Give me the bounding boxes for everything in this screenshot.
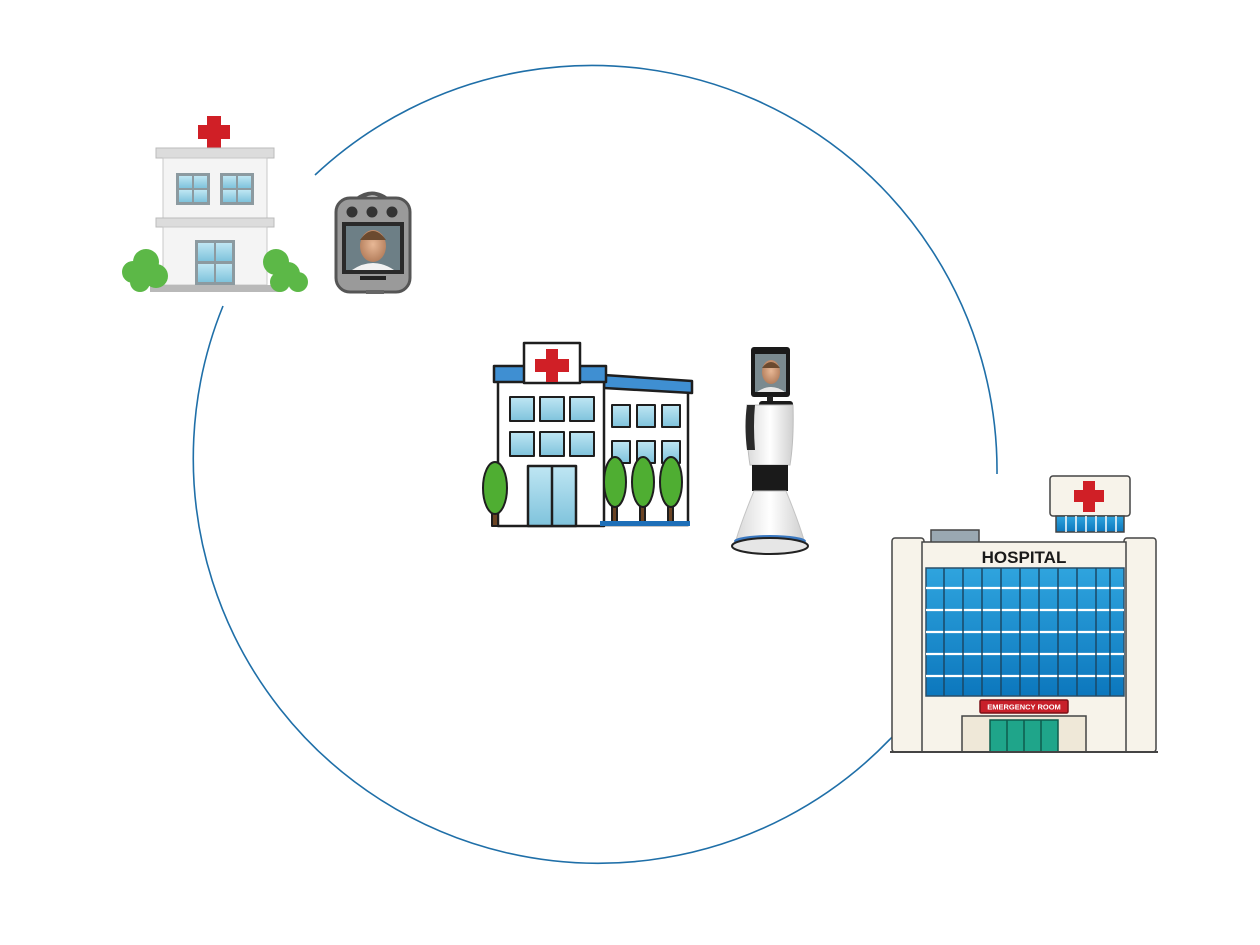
large-hospital-building-icon: HOSPITAL EMERGENCY ROOM — [890, 475, 1158, 753]
ring-arc-left-bottom — [192, 305, 895, 865]
bush-icon — [122, 249, 308, 292]
hospital-sign: HOSPITAL — [982, 548, 1067, 567]
ring-arc-top-right — [314, 64, 998, 475]
small-clinic-building-icon — [122, 116, 308, 292]
telepresence-robot-icon — [731, 347, 809, 555]
tree-icon — [482, 456, 683, 527]
emergency-room-banner: EMERGENCY ROOM — [987, 703, 1061, 712]
portable-telepresence-unit-icon — [334, 191, 412, 294]
network-ring — [192, 64, 998, 865]
central-hospital-building-icon — [482, 341, 694, 528]
